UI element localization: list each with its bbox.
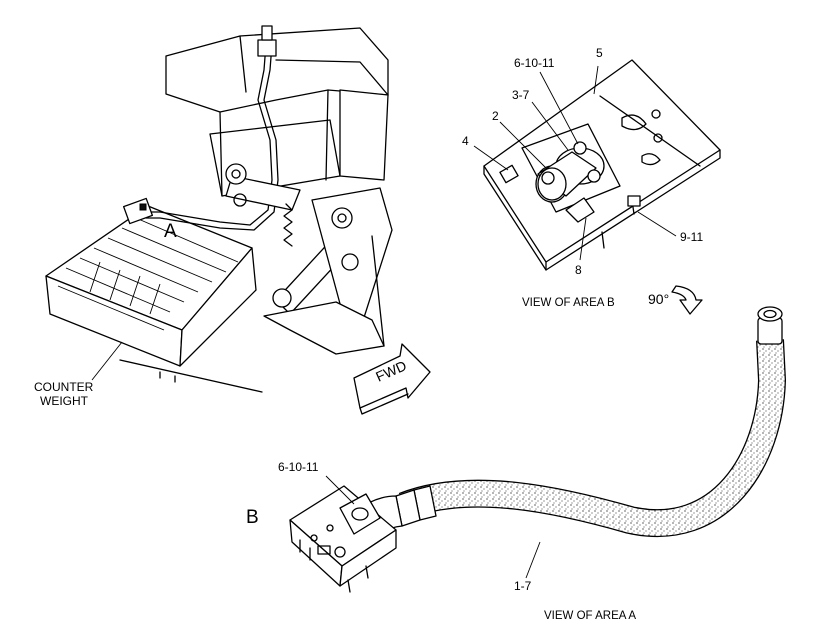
callout-a-1-7: 1-7 [514,579,532,593]
area-a-marker: A [164,221,177,242]
rotation-arrow-icon [671,285,703,315]
callout-b-8: 8 [575,263,582,277]
callout-b-9-11: 9-11 [680,230,704,244]
callout-b-4: 4 [462,134,469,148]
counterweight-label-line2: WEIGHT [40,394,88,408]
callout-b-5: 5 [596,46,603,60]
counterweight-label-line1: COUNTER [34,380,94,394]
leader-counterweight [91,341,123,381]
rotation-label: 90° [648,291,670,307]
leaders-view-b [473,65,677,261]
view-b-caption: VIEW OF AREA B [522,297,615,309]
view-a-caption: VIEW OF AREA A [544,610,637,622]
view-a-illustration [289,306,787,593]
view-b-illustration [483,59,721,271]
leaders-view-a [325,475,541,579]
callout-a-6-10-11: 6-10-11 [278,460,319,474]
area-b-marker: B [246,507,259,528]
fwd-arrow [353,343,431,415]
machine-illustration [45,25,393,393]
callout-b-6-10-11: 6-10-11 [514,56,555,70]
callout-b-3-7: 3-7 [512,88,530,102]
callout-b-2: 2 [492,109,499,123]
